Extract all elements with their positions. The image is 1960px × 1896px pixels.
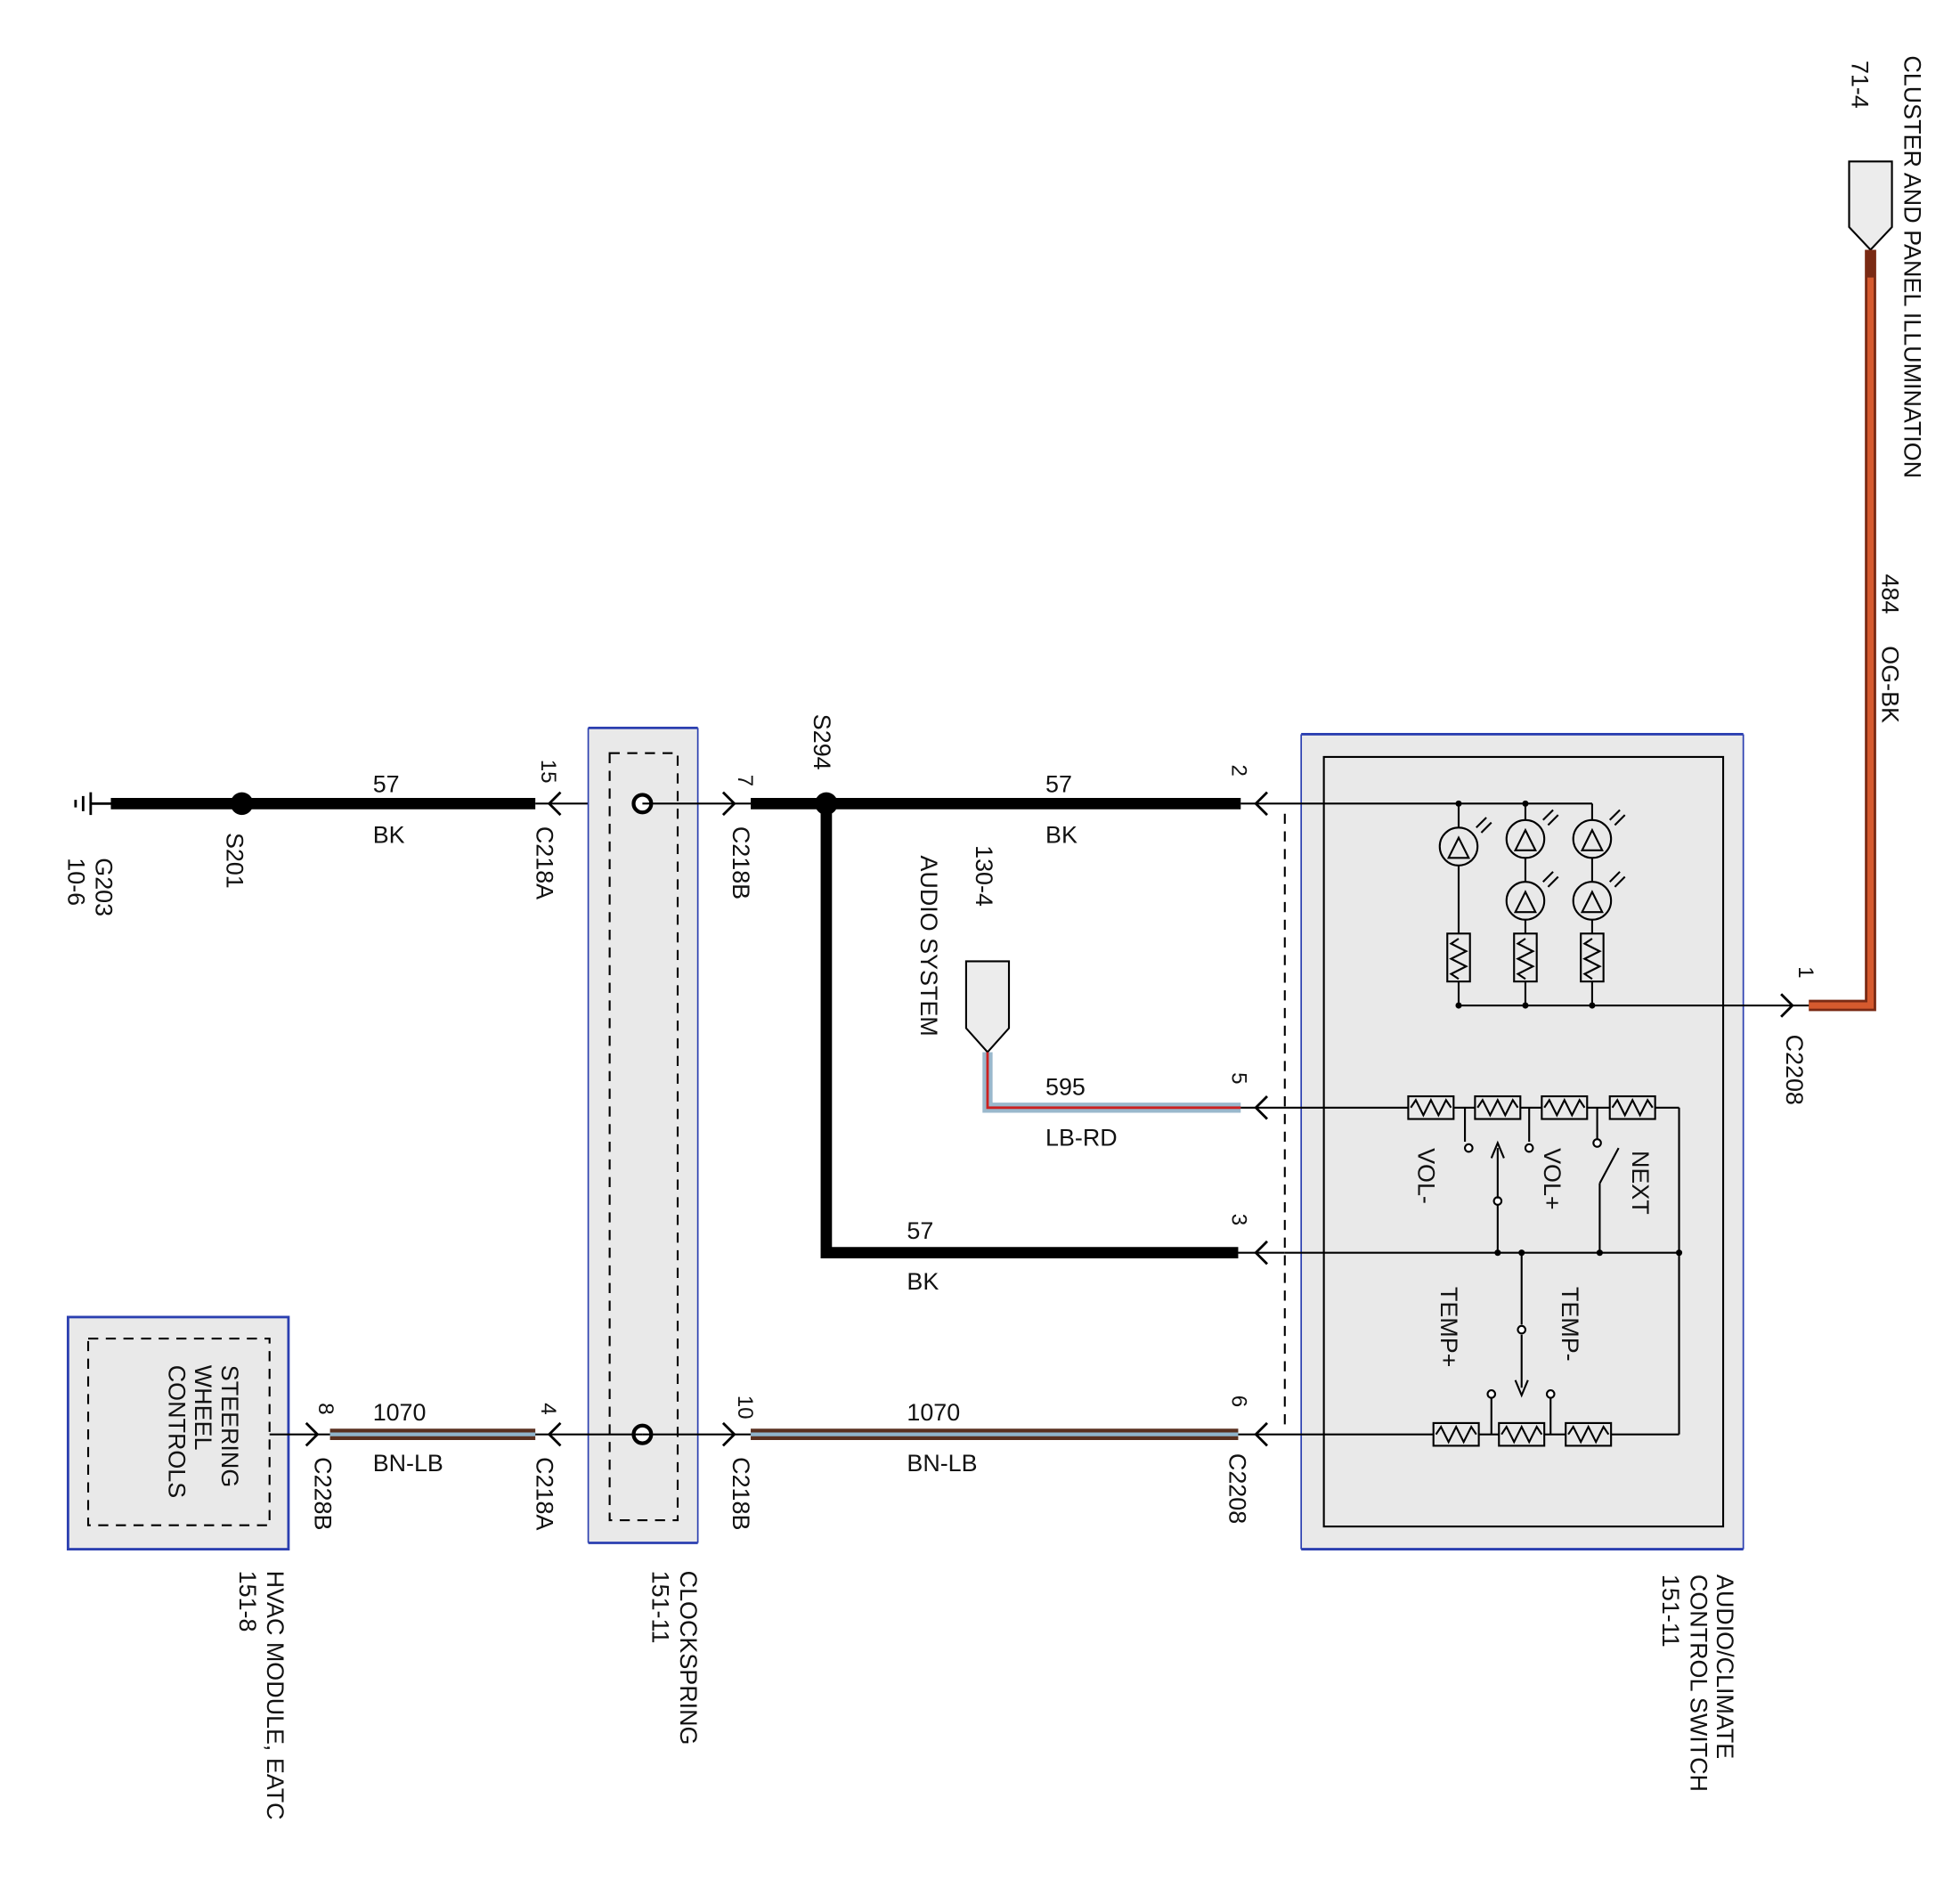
- g203-label: G203: [91, 858, 118, 916]
- hvac-title: HVAC MODULE, EATC: [262, 1571, 289, 1820]
- wire-595: [982, 1052, 1241, 1113]
- ladder-node-3: [1596, 1249, 1603, 1257]
- hvac-module: [66, 1315, 290, 1551]
- temp-minus-label: TEMP-: [1557, 1287, 1583, 1362]
- wire-1070-b-number: 1070: [907, 1399, 960, 1426]
- wire-57-a-number: 57: [373, 771, 400, 798]
- audio-climate-control-switch: [1283, 733, 1744, 1551]
- s201-label: S201: [222, 833, 248, 889]
- audio-title: AUDIO SYSTEM: [915, 855, 942, 1036]
- pin-15: 15: [536, 760, 560, 784]
- c2208-pin1-label: C2208: [1781, 1035, 1808, 1105]
- clockspring-ref: 151-11: [647, 1571, 674, 1644]
- cluster-connector: [1848, 160, 1893, 252]
- acs-ref: 151-11: [1657, 1575, 1684, 1648]
- pin5-connector-arrow: [1254, 1095, 1268, 1120]
- pin-7: 7: [733, 775, 757, 786]
- wire-57-a-color: BK: [373, 821, 405, 848]
- c218a-top-connector-arrow: [547, 791, 562, 817]
- c218a-top-label: C218A: [532, 826, 558, 899]
- hvac-ref: 151-8: [234, 1571, 261, 1632]
- vol-minus-label: VOL-: [1413, 1148, 1440, 1204]
- ladder-node-4: [1675, 1249, 1683, 1257]
- wire-57-c-color: BK: [907, 1268, 939, 1295]
- wire-484-number: 484: [1876, 574, 1903, 614]
- steering-label-2: WHEEL: [190, 1365, 216, 1451]
- acs-title-2: CONTROL SWITCH: [1685, 1575, 1712, 1792]
- wire-1070-a-number: 1070: [373, 1399, 427, 1426]
- c228b-connector-arrow: [305, 1421, 320, 1447]
- wire-484: [1809, 249, 1876, 1012]
- audio-system-connector: [964, 960, 1011, 1054]
- wire-484-color: OG-BK: [1876, 646, 1903, 723]
- temp-plus-label: TEMP+: [1435, 1287, 1462, 1367]
- steering-label-3: CONTROLS: [164, 1365, 191, 1498]
- c218b-bottom-connector-arrow: [721, 1421, 736, 1447]
- c228b-label: C228B: [310, 1457, 337, 1530]
- vol-plus-label: VOL+: [1539, 1148, 1566, 1210]
- c218a-bottom-label: C218A: [532, 1457, 558, 1530]
- cluster-ref: 71-4: [1846, 61, 1873, 109]
- pin2-connector-arrow: [1254, 791, 1268, 817]
- c218b-top-connector-arrow: [721, 791, 736, 817]
- s294-label: S294: [809, 714, 835, 770]
- splice-s201: [230, 792, 254, 816]
- wire-57-c-number: 57: [907, 1217, 933, 1244]
- led-node-4: [1455, 800, 1462, 807]
- wire-595-number: 595: [1045, 1074, 1086, 1101]
- illumination-leds: [1438, 803, 1810, 1007]
- led-node-3: [1589, 1002, 1596, 1009]
- pin-2: 2: [1226, 764, 1250, 776]
- led-node-2: [1522, 1002, 1529, 1009]
- next-label: NEXT: [1627, 1151, 1654, 1215]
- ladder-node-1: [1494, 1249, 1501, 1257]
- pin-10: 10: [733, 1396, 757, 1420]
- led-node-1: [1455, 1002, 1462, 1009]
- wire-57-b-color: BK: [1045, 821, 1078, 848]
- wire-1070-a-color: BN-LB: [373, 1450, 443, 1477]
- wire-57-branch: [820, 803, 1239, 1259]
- steering-label-1: STEERING: [216, 1365, 243, 1487]
- pin-3: 3: [1226, 1214, 1250, 1225]
- led-node-5: [1522, 800, 1529, 807]
- pin-1: 1: [1793, 966, 1818, 978]
- wire-595-color: LB-RD: [1045, 1124, 1118, 1151]
- wire-57-b-number: 57: [1045, 771, 1072, 798]
- pin-8: 8: [313, 1403, 338, 1414]
- pin1-connector-arrow: [1780, 993, 1794, 1018]
- wire-1070-b-color: BN-LB: [907, 1450, 977, 1477]
- cluster-title: CLUSTER AND PANEL ILLUMINATION: [1899, 55, 1926, 478]
- acs-title-1: AUDIO/CLIMATE: [1712, 1575, 1738, 1759]
- pin-5: 5: [1226, 1072, 1250, 1084]
- c2208-bottom-label: C2208: [1224, 1453, 1251, 1524]
- c218b-bottom-label: C218B: [728, 1457, 754, 1530]
- clockspring-title: CLOCKSPRING: [675, 1571, 702, 1745]
- c218a-bottom-connector-arrow: [547, 1421, 562, 1447]
- pin-6: 6: [1226, 1396, 1250, 1407]
- g203-ref: 10-6: [62, 858, 89, 906]
- pin6-connector-arrow: [1254, 1421, 1268, 1447]
- ladder-node-2: [1518, 1249, 1525, 1257]
- c218b-top-label: C218B: [728, 826, 754, 899]
- ground-symbol: [74, 792, 111, 816]
- pin-4: 4: [536, 1403, 560, 1414]
- audio-ref: 130-4: [971, 845, 997, 907]
- clockspring-module: [587, 726, 699, 1544]
- resistor-ladder: [1284, 1094, 1680, 1447]
